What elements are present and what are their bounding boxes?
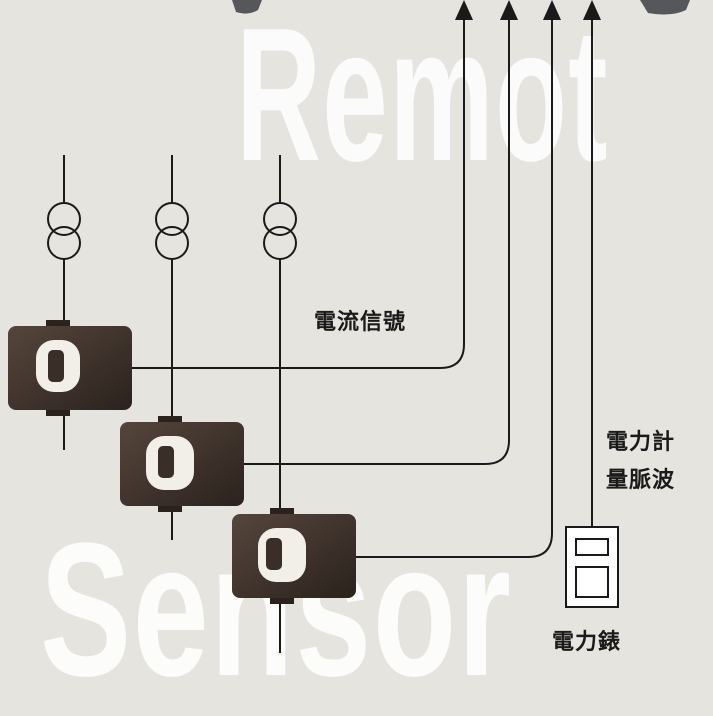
transformer-symbol-3 — [263, 202, 297, 260]
background-word-remote: Remot — [236, 0, 609, 201]
wiring-diagram — [8, 0, 690, 653]
signal-wire-3 — [355, 14, 553, 558]
pulse-label: 電力計 量脈波 — [606, 424, 675, 500]
diagram-canvas: Remot Sensor — [8, 0, 690, 705]
device-fragment-left — [232, 0, 262, 14]
transformer-symbol-1 — [47, 202, 81, 260]
device-fragment-right — [640, 0, 690, 15]
pulse-label-line-1: 電力計 — [606, 430, 676, 455]
current-signal-label: 電流信號 — [314, 310, 407, 335]
arrowhead-2 — [500, 0, 518, 20]
arrowhead-1 — [455, 0, 473, 20]
current-transformer-2 — [120, 416, 244, 512]
pulse-label-line-2: 量脈波 — [606, 468, 676, 493]
arrowhead-3 — [543, 0, 561, 20]
signal-wire-2 — [240, 14, 510, 465]
power-meter-icon — [565, 526, 619, 608]
current-transformer-3 — [232, 508, 356, 604]
power-meter-label: 電力錶 — [552, 630, 622, 655]
signal-wire-1 — [130, 14, 465, 369]
transformer-symbol-2 — [155, 202, 189, 260]
arrowhead-4 — [583, 0, 601, 20]
current-transformer-1 — [8, 320, 132, 416]
